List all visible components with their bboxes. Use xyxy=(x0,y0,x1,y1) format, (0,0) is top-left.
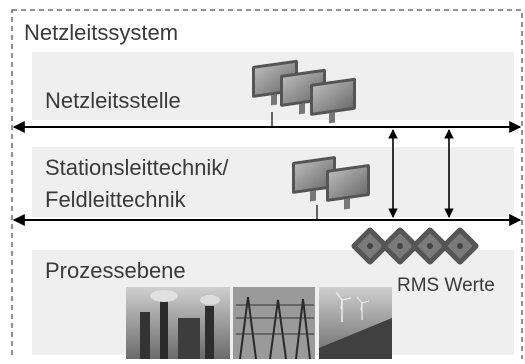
measuring-device-icon xyxy=(351,227,389,265)
monitor-icon xyxy=(326,164,370,210)
system-title: Netzleitssystem xyxy=(24,20,178,45)
process-label: Prozessebene xyxy=(45,258,186,283)
wind-solar-photo xyxy=(319,287,392,359)
measuring-device-icon xyxy=(441,227,479,265)
substation-photo xyxy=(233,287,315,360)
station-control-label-line1: Stationsleittechnik/ xyxy=(45,155,229,180)
station-control-band xyxy=(32,147,514,217)
measuring-device-icon xyxy=(411,227,449,265)
power-plant-photo xyxy=(126,287,230,359)
measuring-device-icon xyxy=(381,227,419,265)
station-control-workstations xyxy=(292,156,370,220)
monitor-icon xyxy=(292,156,336,202)
control-center-workstations xyxy=(252,59,356,127)
station-control-label-line2: Feldleittechnik xyxy=(45,187,187,212)
rms-devices xyxy=(351,227,479,265)
system-frame xyxy=(11,9,523,364)
monitor-icon xyxy=(310,77,356,124)
rms-label: RMS Werte xyxy=(397,275,495,296)
control-center-label: Netzleitsstelle xyxy=(45,88,181,113)
